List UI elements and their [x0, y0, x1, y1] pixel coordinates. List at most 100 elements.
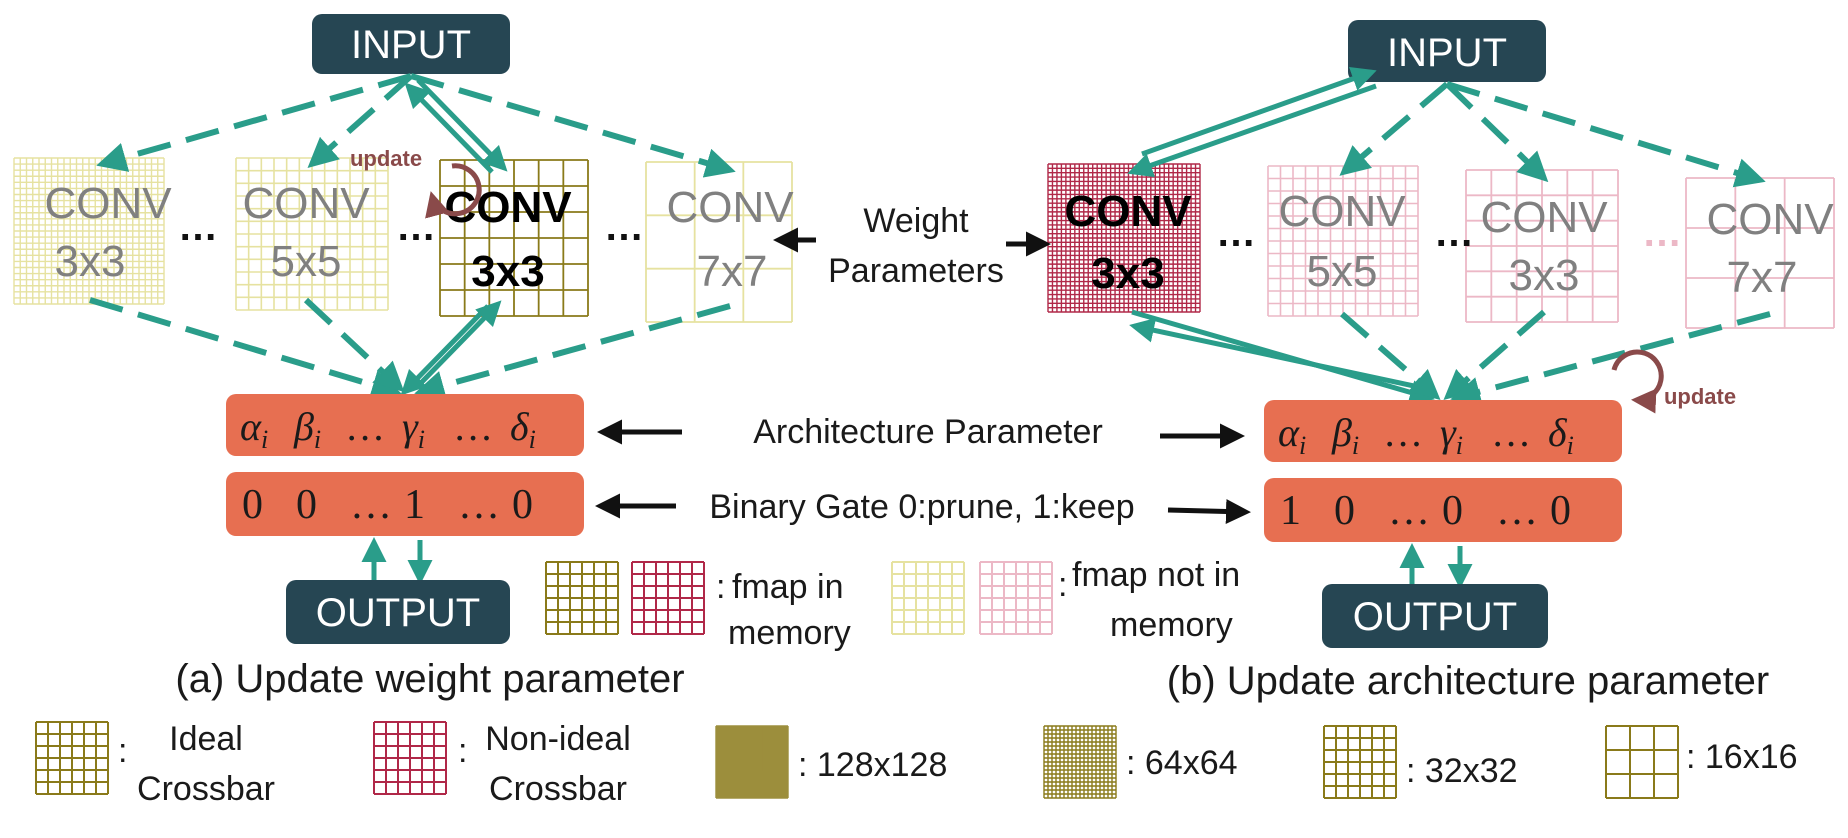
fmap-not-in-memory-colon: :: [1058, 566, 1067, 604]
left-output-box: [286, 580, 510, 644]
left-conv-3-line1: CONV: [444, 183, 572, 232]
right-gate-value-3: 0: [1442, 488, 1463, 534]
left-conv-2-line1: CONV: [242, 179, 370, 228]
left-output-label: OUTPUT: [316, 591, 480, 635]
left-input-label: INPUT: [351, 23, 471, 67]
right-conv-2-grid: [1267, 165, 1419, 317]
right-output-arrows: [1340, 309, 1771, 407]
fmap-in-memory-line2: memory: [728, 614, 851, 652]
left-conv-3-line2: 3x3: [471, 247, 544, 296]
left-conv-4-line1: CONV: [666, 183, 794, 232]
fmap-in-memory-colon: :: [716, 568, 725, 606]
right-conv-4-line2: 7x7: [1727, 253, 1798, 302]
right-conv-3-grid: [1465, 169, 1619, 323]
legend-nonideal-line2: Crossbar: [489, 770, 627, 808]
right-gate-value-1: 0: [1334, 488, 1355, 534]
left-conv-1-line1: CONV: [44, 179, 172, 228]
right-conv-1-line1: CONV: [1064, 187, 1192, 236]
right-gate-value-4: …: [1496, 488, 1538, 534]
legend-size-32: : 32x32: [1406, 752, 1518, 790]
fmap-not-in-memory-line2: memory: [1110, 606, 1233, 644]
right-conv-3-line1: CONV: [1480, 193, 1608, 242]
arch-param-label: Architecture Parameter: [753, 413, 1103, 451]
left-ellipsis-1: …: [178, 205, 218, 249]
right-gate-output-arrows: [1399, 543, 1473, 589]
right-output-box: [1322, 584, 1548, 648]
right-input-box: [1348, 20, 1546, 82]
left-conv-4-line2: 7x7: [697, 247, 768, 296]
left-gate-value-5: 0: [512, 482, 533, 528]
left-arch-param-box: [226, 394, 584, 456]
legend-fmap-crimson-grid: [631, 561, 705, 635]
right-ellipsis-1: …: [1216, 211, 1256, 255]
right-ellipsis-2: …: [1434, 211, 1474, 255]
left-ellipsis-3: …: [604, 205, 644, 249]
right-caption: (b) Update architecture parameter: [1167, 659, 1770, 703]
legend-ideal-grid: [35, 721, 109, 795]
legend-size-128: : 128x128: [798, 746, 947, 784]
left-caption: (a) Update weight parameter: [175, 657, 684, 701]
left-input-arrows: [96, 73, 736, 178]
crossbar-grids: [13, 157, 1835, 799]
legend-size-16: : 16x16: [1686, 738, 1798, 776]
right-conv-4-line1: CONV: [1706, 195, 1834, 244]
right-input-label: INPUT: [1387, 31, 1507, 75]
left-update-label: update: [350, 146, 422, 171]
left-arch-param-0: αi: [240, 404, 268, 454]
gate-arrow-right: [1167, 498, 1251, 524]
left-gate-value-2: …: [350, 482, 392, 528]
left-gate-value-4: …: [458, 482, 500, 528]
left-gate-output-arrows: [361, 537, 433, 585]
left-update-curl-icon: [425, 163, 482, 219]
left-conv-2-grid: [235, 157, 389, 311]
right-conv-2-line2: 5x5: [1307, 247, 1378, 296]
right-conv-2-line1: CONV: [1278, 187, 1406, 236]
right-update-curl-icon: [1611, 349, 1664, 414]
left-active-output-arrows: [400, 300, 502, 396]
legend-64-grid: [1043, 725, 1117, 799]
left-conv-3-grid: [439, 159, 589, 317]
right-arch-param-2: …: [1386, 410, 1422, 455]
legend-128-grid: [715, 725, 789, 799]
subfigure-b: INPUT CONV 3x3 CONV 5x5 CONV 3x3 CONV 7x…: [1064, 20, 1834, 703]
legend-nonideal-colon: :: [458, 732, 467, 770]
left-gate-box: [226, 472, 584, 536]
right-gate-value-0: 1: [1280, 488, 1301, 534]
right-output-label: OUTPUT: [1353, 595, 1517, 639]
right-gate-value-5: 0: [1550, 488, 1571, 534]
left-arch-param-2: …: [348, 404, 384, 449]
legend-fmap-palepink-grid: [979, 561, 1053, 635]
left-gate-value-1: 0: [296, 482, 317, 528]
right-arch-param-1: βi: [1331, 410, 1359, 460]
legend-ideal-colon: :: [118, 732, 127, 770]
left-ellipsis-2: …: [396, 205, 436, 249]
left-active-input-arrows: [404, 78, 508, 174]
weight-label-line1: Weight: [863, 202, 969, 240]
right-active-output-arrows: [1129, 309, 1435, 405]
legend-nonideal-grid: [373, 721, 447, 795]
subfigure-a: INPUT CONV 3x3 CONV 5x5 CONV 3x3 CONV 7x…: [44, 14, 794, 701]
weight-label-line2: Parameters: [828, 252, 1004, 290]
left-conv-4-grid: [645, 161, 793, 323]
fmap-not-in-memory-line1: fmap not in: [1072, 556, 1240, 594]
center-labels: Weight Parameters Architecture Parameter…: [595, 202, 1251, 526]
fmap-legend: : fmap in memory : fmap not in memory: [716, 556, 1240, 652]
right-conv-3-line2: 3x3: [1509, 251, 1580, 300]
legend-32-grid: [1323, 725, 1397, 799]
legend-nonideal-line1: Non-ideal: [485, 720, 631, 758]
right-arch-param-4: …: [1494, 410, 1530, 455]
right-update-label: update: [1664, 384, 1736, 409]
right-conv-1-grid: [1047, 163, 1201, 313]
right-input-arrows: [1339, 81, 1766, 188]
legend-16-grid: [1605, 725, 1679, 799]
right-arch-param-box: [1264, 400, 1622, 462]
fmap-in-memory-line1: fmap in: [732, 568, 844, 606]
gate-label: Binary Gate 0:prune, 1:keep: [709, 488, 1134, 526]
left-input-box: [312, 14, 510, 74]
legend-ideal-line2: Crossbar: [137, 770, 275, 808]
